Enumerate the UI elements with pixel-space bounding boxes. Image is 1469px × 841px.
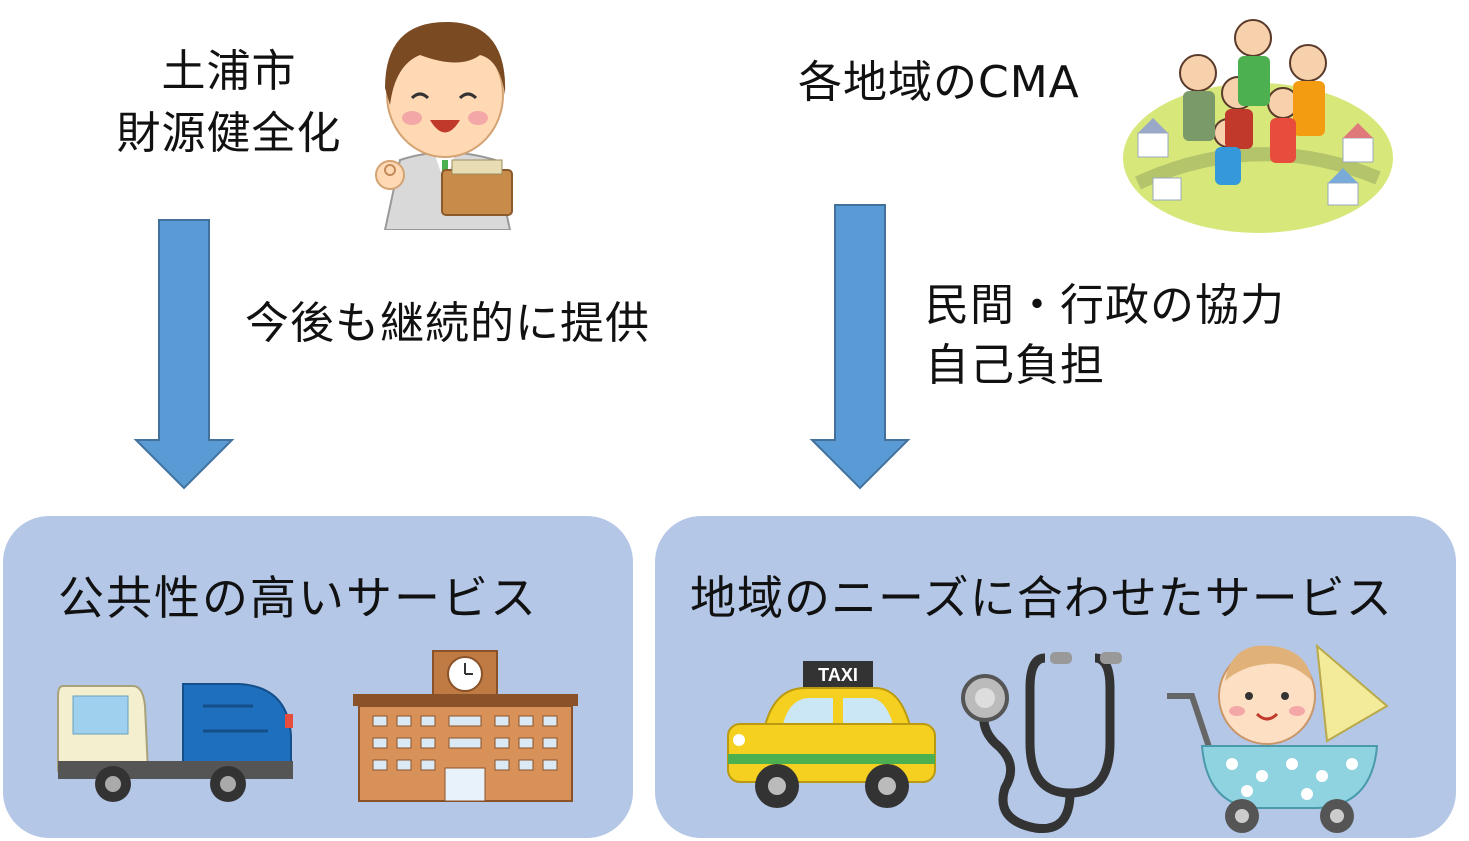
school-building-icon bbox=[353, 646, 583, 806]
right-arrow-caption: 民間・行政の協力 自己負担 bbox=[925, 278, 1285, 394]
right-arrow-caption-line1: 民間・行政の協力 bbox=[925, 280, 1285, 331]
garbage-truck-icon bbox=[53, 676, 303, 806]
right-service-panel: 地域のニーズに合わせたサービス TAXI bbox=[655, 516, 1456, 838]
taxi-sign-text: TAXI bbox=[818, 665, 858, 685]
right-down-arrow bbox=[808, 203, 912, 493]
taxi-icon: TAXI bbox=[725, 656, 940, 816]
right-panel-title: 地域のニーズに合わせたサービス bbox=[690, 571, 1393, 625]
baby-stroller-icon bbox=[1167, 636, 1397, 836]
left-label-line2: 財源健全化 bbox=[116, 108, 342, 159]
right-arrow-caption-line2: 自己負担 bbox=[925, 340, 1105, 391]
left-label-line1: 土浦市 bbox=[161, 46, 297, 97]
stethoscope-icon bbox=[950, 648, 1150, 838]
community-people-icon bbox=[1118, 8, 1398, 238]
left-panel-title: 公共性の高いサービス bbox=[58, 571, 538, 625]
left-service-panel: 公共性の高いサービス bbox=[3, 516, 633, 838]
right-label: 各地域のCMA bbox=[798, 57, 1080, 108]
left-label: 土浦市 財源健全化 bbox=[104, 44, 354, 162]
businessman-with-wallet-icon bbox=[360, 10, 530, 230]
left-arrow-caption: 今後も継続的に提供 bbox=[245, 298, 650, 349]
left-down-arrow bbox=[132, 218, 236, 492]
